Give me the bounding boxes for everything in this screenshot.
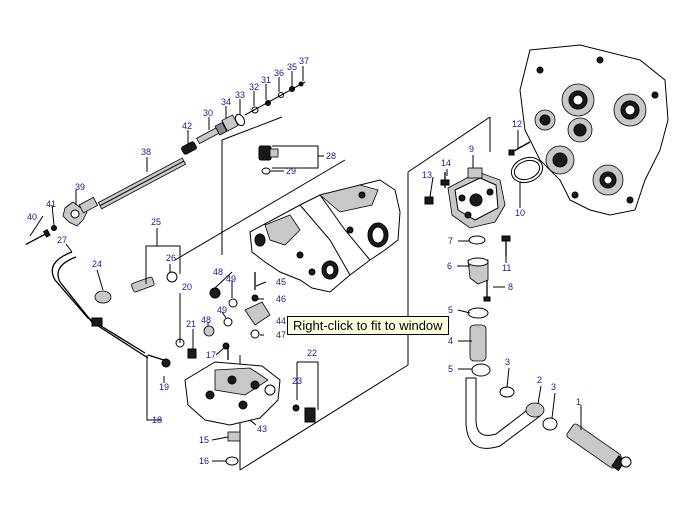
callout-1[interactable]: 1 (576, 397, 581, 407)
callout-30[interactable]: 30 (203, 108, 213, 118)
callout-42[interactable]: 42 (182, 121, 192, 131)
callout-44[interactable]: 44 (276, 316, 286, 326)
shaft-assembly (25, 81, 306, 246)
callout-45[interactable]: 45 (276, 277, 286, 287)
callout-5b[interactable]: 5 (448, 364, 453, 374)
callout-34[interactable]: 34 (221, 97, 231, 107)
callout-10[interactable]: 10 (515, 208, 525, 218)
fit-to-window-tooltip: Right-click to fit to window (287, 316, 449, 335)
callout-31[interactable]: 31 (261, 75, 271, 85)
callout-23[interactable]: 23 (292, 376, 302, 386)
callout-48b[interactable]: 48 (201, 315, 211, 325)
callout-26[interactable]: 26 (166, 253, 176, 263)
callout-47[interactable]: 47 (276, 330, 286, 340)
callout-labels: 1 2 3 3 4 5 5 6 7 8 9 10 11 12 13 14 15 … (27, 56, 581, 466)
callout-36[interactable]: 36 (274, 68, 284, 78)
callout-13[interactable]: 13 (422, 170, 432, 180)
callout-6[interactable]: 6 (447, 261, 452, 271)
callout-40[interactable]: 40 (27, 212, 37, 222)
callout-28[interactable]: 28 (326, 151, 336, 161)
callout-11[interactable]: 11 (502, 263, 511, 273)
callout-5a[interactable]: 5 (448, 305, 453, 315)
main-housing (249, 145, 401, 293)
callout-17[interactable]: 17 (206, 350, 216, 360)
callout-32[interactable]: 32 (249, 82, 259, 92)
callout-22[interactable]: 22 (307, 348, 317, 358)
callout-38[interactable]: 38 (141, 147, 151, 157)
callout-12[interactable]: 12 (512, 119, 522, 129)
callout-9[interactable]: 9 (469, 144, 474, 154)
timing-cover (508, 44, 669, 216)
pump-assembly (424, 167, 511, 302)
callout-27[interactable]: 27 (57, 235, 67, 245)
callout-18[interactable]: 18 (152, 415, 162, 425)
callout-29[interactable]: 29 (286, 166, 296, 176)
callout-41[interactable]: 41 (46, 199, 56, 209)
callout-15[interactable]: 15 (199, 435, 209, 445)
callout-20[interactable]: 20 (182, 282, 192, 292)
callout-8[interactable]: 8 (508, 282, 513, 292)
callout-39[interactable]: 39 (75, 182, 85, 192)
callout-7[interactable]: 7 (448, 236, 453, 246)
callout-21[interactable]: 21 (186, 319, 196, 329)
callout-3a[interactable]: 3 (505, 357, 510, 367)
leader-lines (29, 66, 582, 462)
callout-49b[interactable]: 49 (217, 305, 227, 315)
callout-14[interactable]: 14 (441, 158, 451, 168)
callout-24[interactable]: 24 (92, 259, 102, 269)
callout-43[interactable]: 43 (257, 424, 267, 434)
intake-pipe (465, 307, 632, 472)
callout-37[interactable]: 37 (299, 56, 309, 66)
boundary-lines (174, 116, 491, 471)
callout-19[interactable]: 19 (159, 382, 169, 392)
callout-3b[interactable]: 3 (551, 382, 556, 392)
callout-46[interactable]: 46 (276, 294, 286, 304)
valve-block (51, 251, 316, 466)
callout-25[interactable]: 25 (151, 217, 161, 227)
callout-33[interactable]: 33 (235, 90, 245, 100)
callout-4[interactable]: 4 (448, 336, 453, 346)
callout-49a[interactable]: 49 (226, 274, 236, 284)
callout-16[interactable]: 16 (199, 456, 209, 466)
callout-48a[interactable]: 48 (213, 267, 223, 277)
callout-2[interactable]: 2 (537, 375, 542, 385)
callout-35[interactable]: 35 (287, 62, 297, 72)
